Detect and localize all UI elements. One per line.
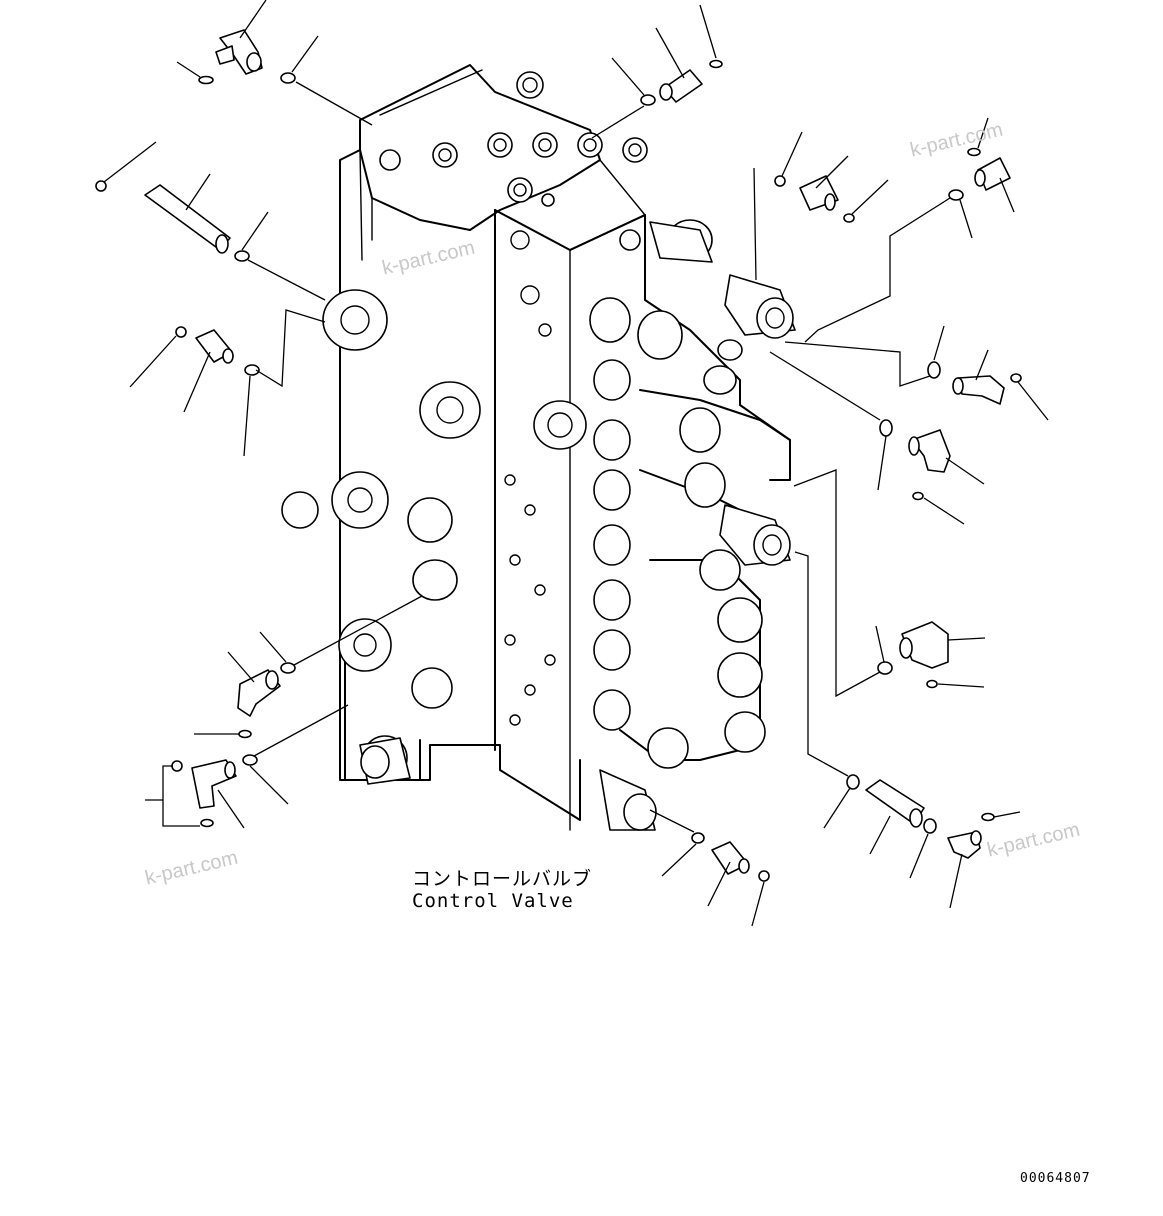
fitting-right-bottom-elbow — [947, 811, 1021, 909]
fitting-right-bottom-pipe — [794, 551, 937, 879]
fitting-left-tee — [145, 704, 349, 829]
document-number: 00064807 — [1020, 1171, 1091, 1186]
fitting-right-top-a — [774, 131, 889, 223]
fitting-left-middle — [129, 309, 326, 457]
fitting-left-pipe — [95, 141, 326, 301]
fitting-right-elbow — [784, 325, 1049, 421]
solenoid-cartridge-lower — [359, 737, 657, 831]
left-side-port-covers — [281, 289, 481, 781]
caption-english: Control Valve — [412, 890, 574, 912]
fitting-right-middle — [769, 351, 985, 525]
fitting-top-center — [591, 4, 723, 139]
solenoid-cartridge-upper — [649, 221, 796, 339]
solenoid-cartridge-middle — [719, 504, 791, 566]
fitting-right-top-b — [753, 117, 1015, 343]
fitting-right-lower-elbow — [793, 469, 986, 698]
central-port-holes — [504, 230, 587, 726]
top-plate-bolts — [379, 71, 648, 207]
fitting-bottom-center — [649, 809, 770, 927]
fitting-left-lower-elbow — [194, 595, 423, 739]
o-ring-top-left — [176, 35, 373, 126]
fitting-top-left-elbow — [215, 0, 267, 75]
caption-japanese: コントロールバルブ — [412, 868, 593, 890]
